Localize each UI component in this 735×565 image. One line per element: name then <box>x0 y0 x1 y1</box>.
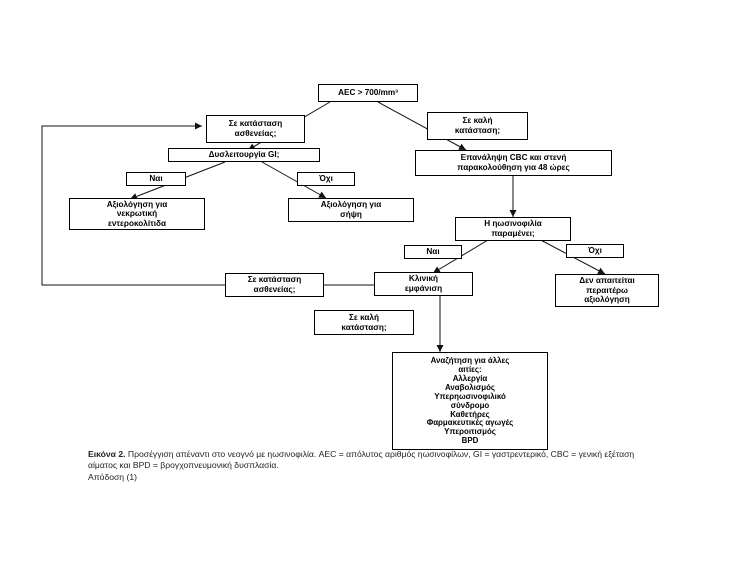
node-eosinophilia-persists: Η ηωσινοφιλία παραμένει; <box>455 217 571 241</box>
node-no-1: Όχι <box>297 172 355 186</box>
caption-lead: Εικόνα 2. <box>88 449 126 459</box>
node-ill-left-top: Σε κατάσταση ασθενείας; <box>206 115 305 143</box>
caption-source: Απόδοση (1) <box>88 471 137 482</box>
node-no-further-evaluation: Δεν απαιτείται περαιτέρω αξιολόγηση <box>555 274 659 307</box>
edge-aec-to-repeat-cbc <box>377 101 467 151</box>
node-ill-mid: Σε κατάσταση ασθενείας; <box>225 273 324 297</box>
node-search-other-causes: Αναζήτηση για άλλες αιτίες: Αλλεργία Ανα… <box>392 352 548 450</box>
edge-persist-to-clinical <box>432 236 494 274</box>
node-clinical-appearance: Κλινική εμφάνιση <box>374 272 473 296</box>
node-good-mid: Σε καλή κατάσταση; <box>314 310 414 335</box>
node-no-2: Όχι <box>566 244 624 258</box>
node-evaluate-nec: Αξιολόγηση για νεκρωτική εντεροκολίτιδα <box>69 198 205 230</box>
figure-caption: Εικόνα 2. Προσέγγιση απέναντι στο νεογνό… <box>88 449 648 483</box>
node-yes-1: Ναι <box>126 172 186 186</box>
node-yes-2: Ναι <box>404 245 462 259</box>
node-repeat-cbc: Επανάληψη CBC και στενή παρακολούθηση γι… <box>415 150 612 176</box>
node-evaluate-sepsis: Αξιολόγηση για σήψη <box>288 198 414 222</box>
edge-gi-to-sepsis <box>261 161 327 199</box>
node-good-right-top: Σε καλή κατάσταση; <box>427 112 528 140</box>
edge-feedback-loop <box>41 122 374 286</box>
caption-text: Προσέγγιση απέναντι στο νεογνό με ηωσινο… <box>88 449 635 471</box>
node-gi-dysfunction: Δυσλειτουργία GI; <box>168 148 320 162</box>
node-aec: AEC > 700/mm³ <box>318 84 418 102</box>
